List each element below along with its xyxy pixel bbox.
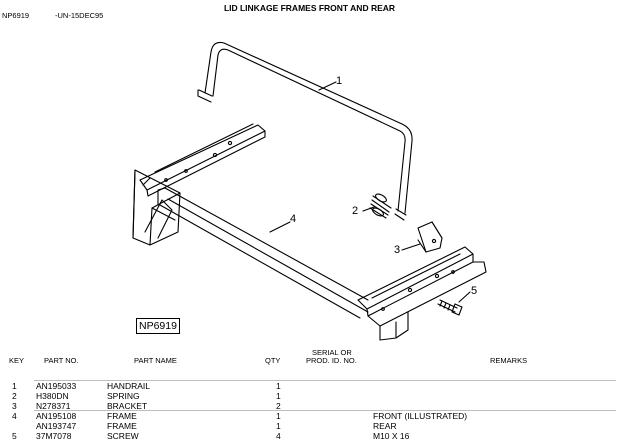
screw-drawing (437, 299, 463, 316)
header-serial-line1: SERIAL OR (312, 348, 352, 357)
header-part-name: PART NAME (134, 356, 177, 365)
callout-4: 4 (290, 213, 297, 225)
table-row: 5 37M7078 SCREW 4 M10 X 16 (0, 431, 619, 441)
row-key: 2 (12, 391, 17, 401)
callout-1: 1 (336, 75, 343, 87)
row-part-name: SPRING (107, 391, 140, 401)
row-part-no: AN195108 (36, 411, 77, 421)
header-qty: QTY (265, 356, 281, 365)
bracket-drawing (417, 221, 443, 253)
figure-code: NP6919 (2, 11, 30, 20)
row-part-no: N278371 (36, 401, 71, 411)
header-remarks: REMARKS (490, 356, 528, 365)
row-qty: 1 (276, 381, 281, 391)
row-part-name: FRAME (107, 411, 137, 421)
row-key: 4 (12, 411, 17, 421)
header-key: KEY (9, 356, 25, 365)
row-key: 5 (12, 431, 17, 441)
table-row: 1 AN195033 HANDRAIL 1 (0, 381, 619, 391)
figure-label: NP6919 (136, 318, 180, 334)
row-part-name: FRAME (107, 421, 137, 431)
row-qty: 1 (276, 391, 281, 401)
table-row: 2 H380DN SPRING 1 (0, 391, 619, 401)
callout-2: 2 (352, 205, 359, 217)
row-part-no: 37M7078 (36, 431, 72, 441)
header-part-no: PART NO. (44, 356, 79, 365)
row-qty: 1 (276, 421, 281, 431)
table-row: AN193747 FRAME 1 REAR (0, 421, 619, 431)
table-rule-group (34, 410, 616, 411)
header-serial-line2: PROD. ID. NO. (306, 356, 357, 365)
table-row: 3 N278371 BRACKET 2 (0, 401, 619, 411)
row-part-no: AN193747 (36, 421, 77, 431)
row-key: 1 (12, 381, 17, 391)
page-title: LID LINKAGE FRAMES FRONT AND REAR (223, 3, 396, 13)
row-part-name: BRACKET (107, 401, 148, 411)
row-remarks: M10 X 16 (373, 431, 410, 441)
row-remarks: FRONT (ILLUSTRATED) (373, 411, 468, 421)
row-part-name: SCREW (107, 431, 139, 441)
row-qty: 4 (276, 431, 281, 441)
callout-3: 3 (394, 244, 401, 256)
row-qty: 2 (276, 401, 281, 411)
row-part-no: H380DN (36, 391, 69, 401)
table-row: 4 AN195108 FRAME 1 FRONT (ILLUSTRATED) (0, 411, 619, 421)
date-code: -UN-15DEC95 (55, 11, 104, 20)
row-remarks: REAR (373, 421, 397, 431)
row-key: 3 (12, 401, 17, 411)
table-rule-top (34, 380, 616, 381)
spring-drawing (369, 193, 392, 219)
row-part-no: AN195033 (36, 381, 77, 391)
row-part-name: HANDRAIL (107, 381, 150, 391)
row-qty: 1 (276, 411, 281, 421)
callout-5: 5 (471, 285, 478, 297)
handrail-drawing (197, 41, 413, 221)
main-frame-drawing (132, 123, 487, 341)
